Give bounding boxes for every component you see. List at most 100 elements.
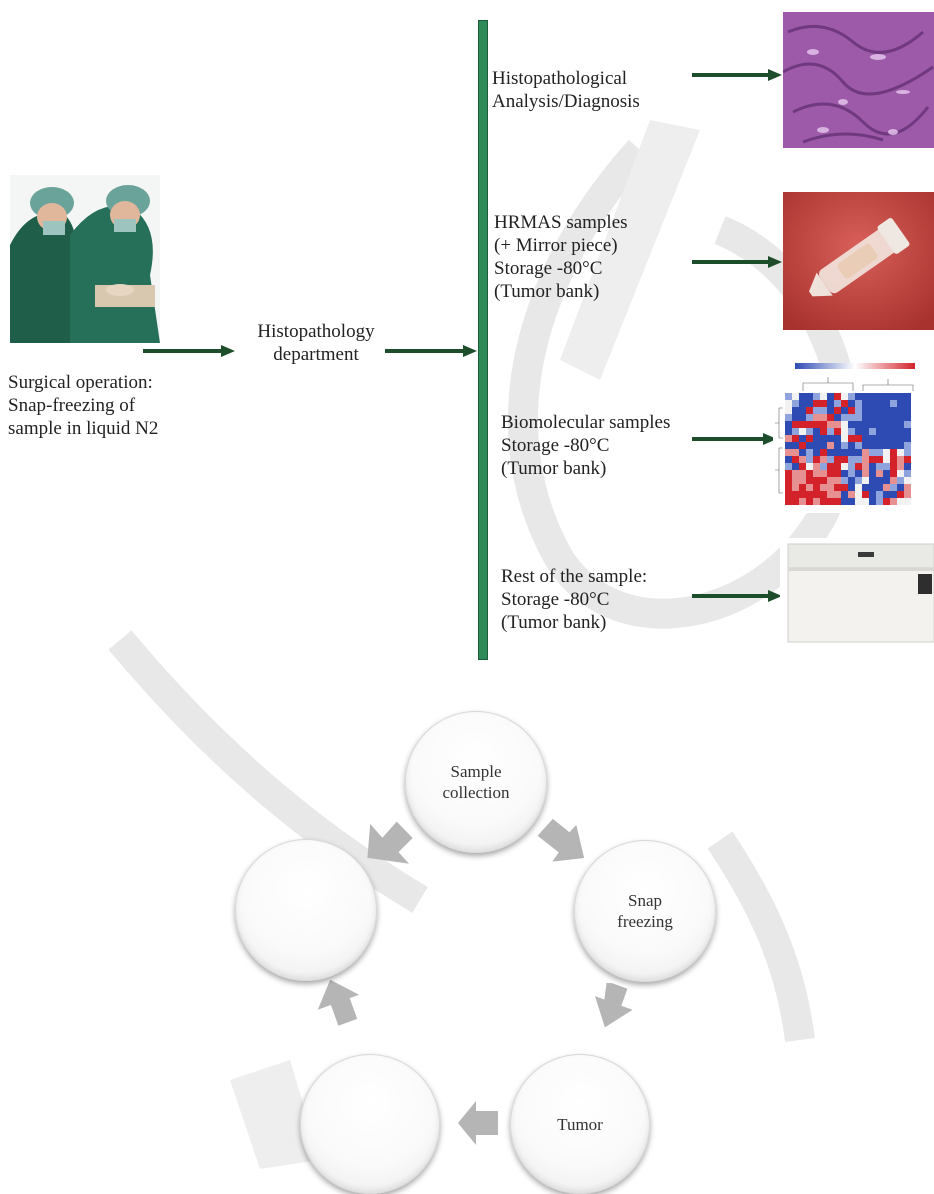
heatmap-cell <box>799 449 806 456</box>
heatmap-cell <box>869 428 876 435</box>
heatmap-cell <box>813 456 820 463</box>
heatmap-cell <box>862 435 869 442</box>
surgical-operation-caption: Surgical operation: Snap-freezing of sam… <box>8 372 159 439</box>
heatmap-cell <box>799 393 806 400</box>
heatmap-cell <box>883 484 890 491</box>
heatmap-cell <box>876 498 883 505</box>
heatmap-cell <box>841 407 848 414</box>
heatmap-cell <box>785 400 792 407</box>
heatmap-cell <box>890 491 897 498</box>
heatmap-cell <box>855 435 862 442</box>
heatmap-cell <box>869 414 876 421</box>
heatmap-cell <box>813 470 820 477</box>
heatmap-cell <box>904 393 911 400</box>
heatmap-cell <box>855 498 862 505</box>
heatmap-cell <box>841 463 848 470</box>
heatmap-cell <box>897 393 904 400</box>
heatmap-cell <box>841 491 848 498</box>
heatmap-cell <box>897 498 904 505</box>
heatmap-cell <box>813 400 820 407</box>
heatmap-cell <box>834 421 841 428</box>
heatmap-cell <box>841 400 848 407</box>
heatmap-cell <box>820 421 827 428</box>
heatmap-cell <box>876 407 883 414</box>
heatmap-cell <box>813 414 820 421</box>
heatmap-cell <box>869 442 876 449</box>
branch-label-hrmas: HRMAS samples (+ Mirror piece) Storage -… <box>494 212 628 302</box>
heatmap-cell <box>792 421 799 428</box>
heatmap-cell <box>799 407 806 414</box>
heatmap-cell <box>876 463 883 470</box>
heatmap-cell <box>904 414 911 421</box>
heatmap-cell <box>813 421 820 428</box>
heatmap-cell <box>785 407 792 414</box>
heatmap-cell <box>876 484 883 491</box>
heatmap-cell <box>820 498 827 505</box>
heatmap-cell <box>820 456 827 463</box>
heatmap-cell <box>897 477 904 484</box>
heatmap-cell <box>848 477 855 484</box>
heatmap-cell <box>848 491 855 498</box>
heatmap-cell <box>890 400 897 407</box>
cycle-step-sample-collection: Sample collection <box>405 711 547 853</box>
heatmap-cell <box>806 393 813 400</box>
heatmap-cell <box>799 484 806 491</box>
heatmap-cell <box>834 414 841 421</box>
heatmap-cell <box>897 456 904 463</box>
heatmap-cell <box>841 470 848 477</box>
heatmap-cell <box>904 498 911 505</box>
cycle-step-5 <box>235 839 377 981</box>
heatmap-cell <box>883 421 890 428</box>
heatmap-cell <box>792 463 799 470</box>
heatmap-cell <box>904 421 911 428</box>
heatmap-cell <box>862 400 869 407</box>
heatmap-cell <box>820 442 827 449</box>
heatmap-cell <box>855 470 862 477</box>
heatmap-cell <box>820 491 827 498</box>
heatmap-cell <box>855 393 862 400</box>
heatmap-cell <box>876 477 883 484</box>
heatmap-cell <box>848 393 855 400</box>
heatmap-cell <box>869 477 876 484</box>
heatmap-cell <box>785 498 792 505</box>
heatmap-cell <box>813 442 820 449</box>
heatmap-cell <box>848 442 855 449</box>
arrow-to-histopathology <box>143 345 235 357</box>
heatmap-cell <box>883 414 890 421</box>
heatmap-cell <box>883 400 890 407</box>
heatmap-cell <box>827 414 834 421</box>
heatmap-cell <box>813 428 820 435</box>
heatmap-cell <box>876 393 883 400</box>
heatmap-cell <box>904 491 911 498</box>
heatmap-cell <box>792 428 799 435</box>
heatmap-cell <box>855 414 862 421</box>
heatmap-cell <box>806 414 813 421</box>
heatmap-cell <box>862 498 869 505</box>
cycle-step-4 <box>300 1054 440 1194</box>
heatmap-cell <box>855 484 862 491</box>
heatmap-cell <box>799 456 806 463</box>
heatmap-cell <box>785 435 792 442</box>
heatmap-cell <box>799 498 806 505</box>
heatmap-cell <box>848 428 855 435</box>
heatmap-cell <box>813 449 820 456</box>
heatmap-cell <box>799 463 806 470</box>
heatmap-cell <box>848 484 855 491</box>
heatmap-cell <box>876 470 883 477</box>
heatmap-cell <box>827 463 834 470</box>
heatmap-cell <box>904 442 911 449</box>
heatmap-cell <box>904 435 911 442</box>
heatmap-cell <box>792 484 799 491</box>
heatmap-cell <box>806 400 813 407</box>
heatmap-cell <box>785 491 792 498</box>
heatmap-cell <box>799 400 806 407</box>
heatmap-cell <box>834 477 841 484</box>
heatmap-cell <box>869 484 876 491</box>
freezer-photo <box>780 538 934 646</box>
heatmap-cell <box>820 470 827 477</box>
heatmap-cell <box>785 470 792 477</box>
heatmap-cell <box>869 491 876 498</box>
heatmap-cell <box>785 456 792 463</box>
heatmap-cell <box>883 477 890 484</box>
heatmap-cell <box>862 407 869 414</box>
